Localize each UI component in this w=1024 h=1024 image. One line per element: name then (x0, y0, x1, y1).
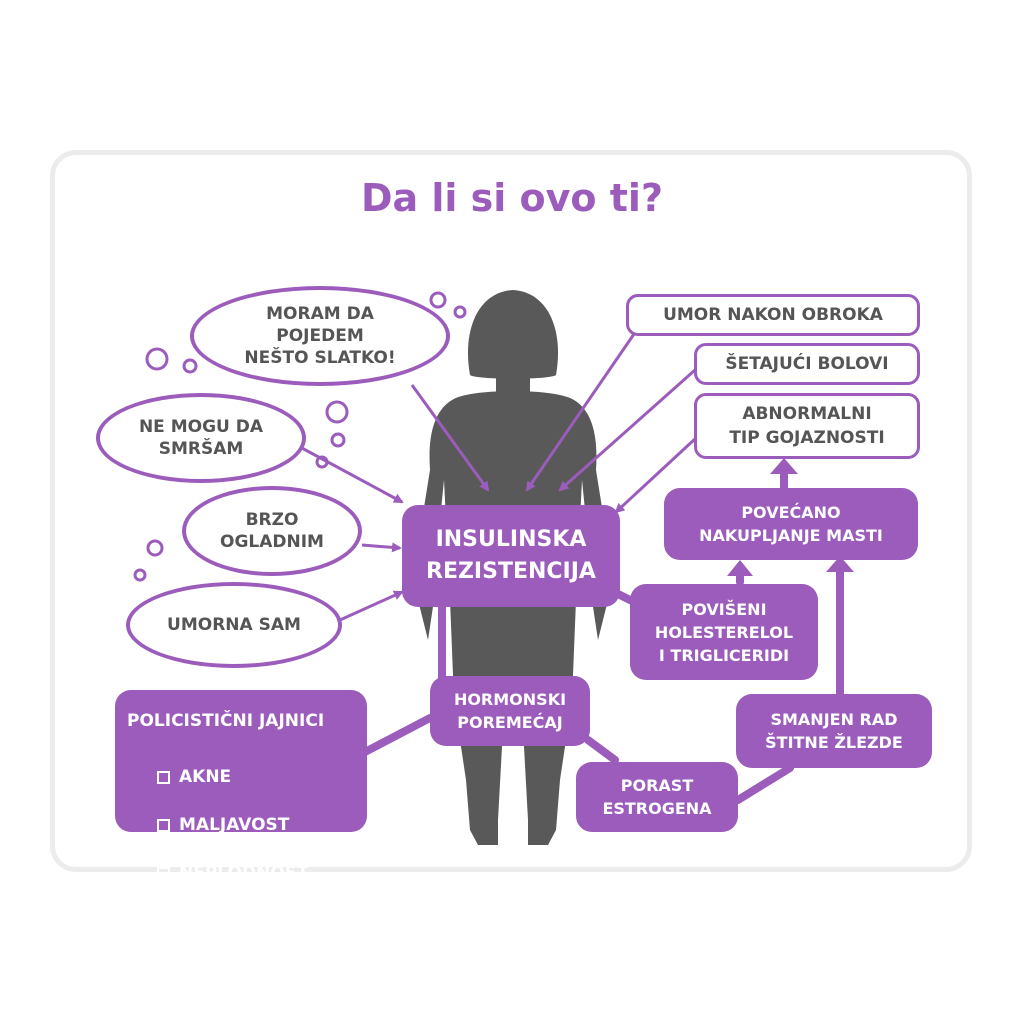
arrow-symptom-2 (558, 368, 696, 492)
connector-hormonal-estrogen (584, 736, 619, 764)
pcos-box: POLICISTIČNI JAJNICI AKNE MALJAVOST NEPL… (115, 690, 367, 883)
pcos-item: AKNE (157, 765, 309, 789)
fat-accumulation-box: POVEĆANO NAKUPLJANJE MASTI (664, 488, 918, 560)
arrowhead-fat-abnormal (770, 458, 798, 474)
checkbox-icon (157, 866, 170, 880)
thought-circle (330, 432, 346, 448)
hormonal-disorder-box: HORMONSKI POREMEĆAJ (430, 676, 590, 746)
arrow-symptom-1 (525, 333, 636, 492)
thought-circle (146, 539, 164, 557)
estrogen-box: PORAST ESTROGENA (576, 762, 738, 832)
thought-circle (133, 568, 147, 582)
arrow-thought-3 (361, 542, 402, 553)
thought-bubble-tired: UMORNA SAM (126, 582, 342, 668)
thought-circle (453, 305, 467, 319)
thought-circle (429, 291, 447, 309)
thought-circle (145, 347, 169, 371)
insulin-resistance-box: INSULINSKA REZISTENCIJA (402, 505, 620, 607)
cholesterol-box: POVIŠENI HOLESTERELOL I TRIGLICERIDI (630, 584, 818, 680)
symptom-box-abnormal-obesity: ABNORMALNI TIP GOJAZNOSTI (694, 393, 920, 459)
thought-circle (325, 400, 349, 424)
pcos-item: NEPLODNOST (157, 861, 309, 885)
arrow-thought-1 (410, 384, 490, 492)
arrowhead-thyroid-fat (826, 556, 854, 572)
thyroid-box: SMANJEN RAD ŠTITNE ŽLEZDE (736, 694, 932, 768)
connector-estrogen-thyroid (734, 764, 794, 804)
pcos-item: MALJAVOST (157, 813, 309, 837)
thought-bubble-hungry: BRZO OGLADNIM (182, 486, 362, 576)
symptom-box-fatigue-after-meal: UMOR NAKON OBROKA (626, 294, 920, 336)
thought-bubble-lose-weight: NE MOGU DA SMRŠAM (96, 393, 306, 483)
arrow-symptom-3 (614, 436, 698, 514)
symptom-box-wandering-pain: ŠETAJUĆI BOLOVI (694, 343, 920, 385)
thought-bubble-sweets: MORAM DA POJEDEM NEŠTO SLATKO! (190, 286, 450, 386)
arrow-thought-2 (299, 445, 404, 504)
arrowhead-cholesterol-fat (727, 560, 753, 576)
thought-circle (182, 358, 198, 374)
diagram-title: Da li si ovo ti? (360, 176, 663, 220)
arrow-thought-4 (339, 590, 404, 622)
checkbox-icon (157, 818, 170, 832)
connector-hormonal-pcos (361, 714, 434, 756)
checkbox-icon (157, 770, 170, 784)
pcos-title: POLICISTIČNI JAJNICI (127, 711, 325, 731)
pcos-list: AKNE MALJAVOST NEPLODNOST (157, 741, 309, 909)
